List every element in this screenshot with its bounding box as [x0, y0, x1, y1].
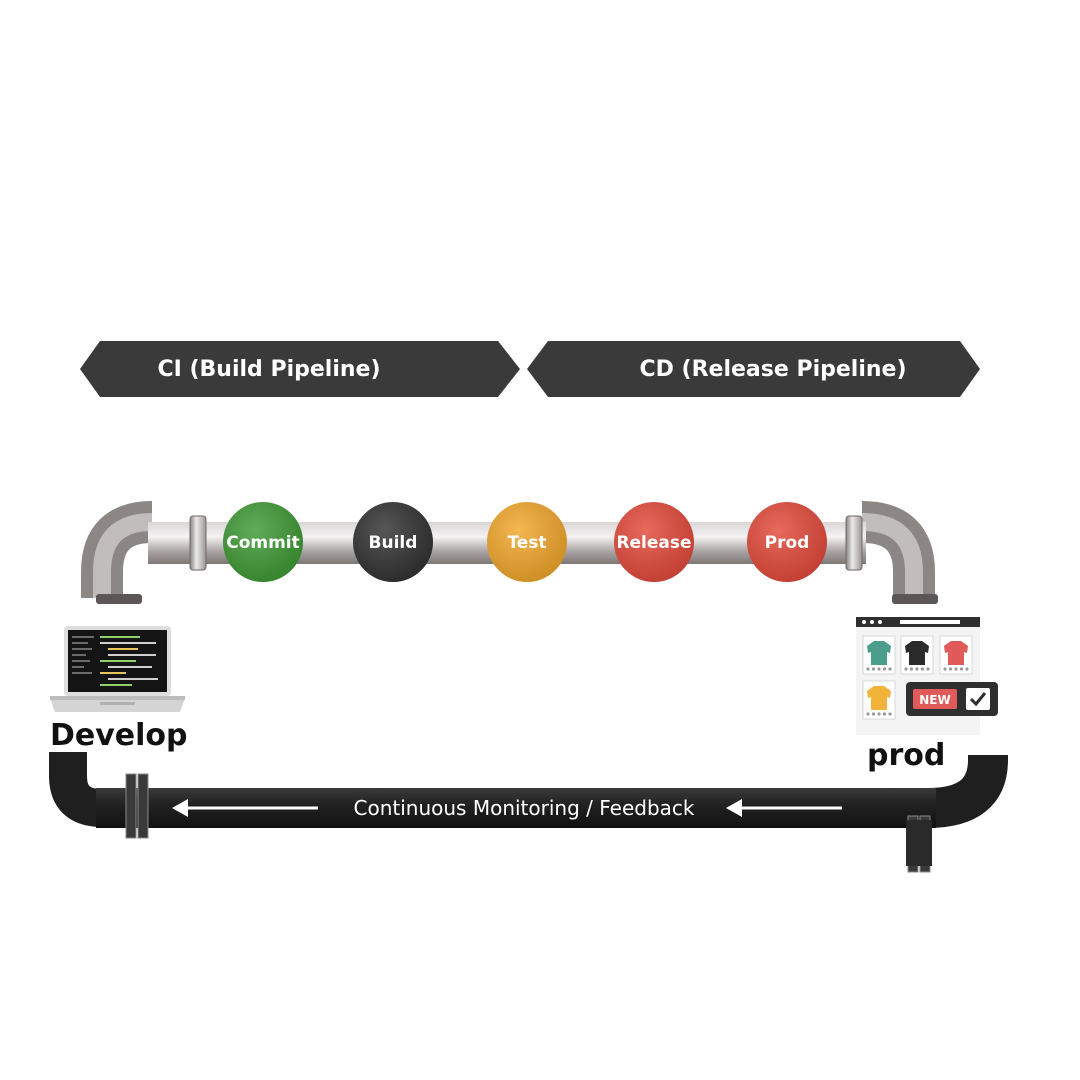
- sweater-icon: [867, 686, 891, 710]
- sweater-icon: [905, 641, 929, 665]
- sweater-icon: [944, 641, 968, 665]
- new-badge-card: NEW: [906, 682, 998, 716]
- laptop-icon: [50, 626, 185, 712]
- stage-label: Release: [616, 533, 691, 553]
- ci-banner-label: CI (Build Pipeline): [157, 357, 380, 382]
- new-badge: NEW: [919, 693, 950, 707]
- stage-label: Test: [507, 533, 546, 553]
- stage-label: Build: [369, 533, 418, 553]
- storefront-window: [856, 617, 980, 735]
- cd-banner: CD (Release Pipeline): [527, 341, 980, 397]
- develop-label: Develop: [50, 718, 188, 753]
- stage-test: Test: [487, 502, 567, 582]
- stage-label: Prod: [765, 533, 810, 553]
- check-icon: [969, 692, 987, 707]
- cd-banner-label: CD (Release Pipeline): [639, 357, 906, 382]
- stage-commit: Commit: [223, 502, 303, 582]
- stage-build: Build: [353, 502, 433, 582]
- product-card: [862, 635, 896, 675]
- arrow-left-icon: [172, 799, 318, 817]
- sweater-icon: [867, 641, 891, 665]
- ci-banner: CI (Build Pipeline): [80, 341, 520, 397]
- stage-prod: Prod: [747, 502, 827, 582]
- prod-label: prod: [867, 738, 946, 773]
- feedback-label: Continuous Monitoring / Feedback: [354, 796, 695, 820]
- stage-label: Commit: [226, 533, 300, 553]
- arrow-left-icon: [726, 799, 842, 817]
- pipeline-stages: Commit Build Test Release Prod: [223, 502, 827, 582]
- product-card: [862, 680, 896, 720]
- feedback-pipe: Continuous Monitoring / Feedback: [49, 752, 1008, 873]
- product-card: [900, 635, 934, 675]
- product-card: [939, 635, 973, 675]
- stage-release: Release: [614, 502, 694, 582]
